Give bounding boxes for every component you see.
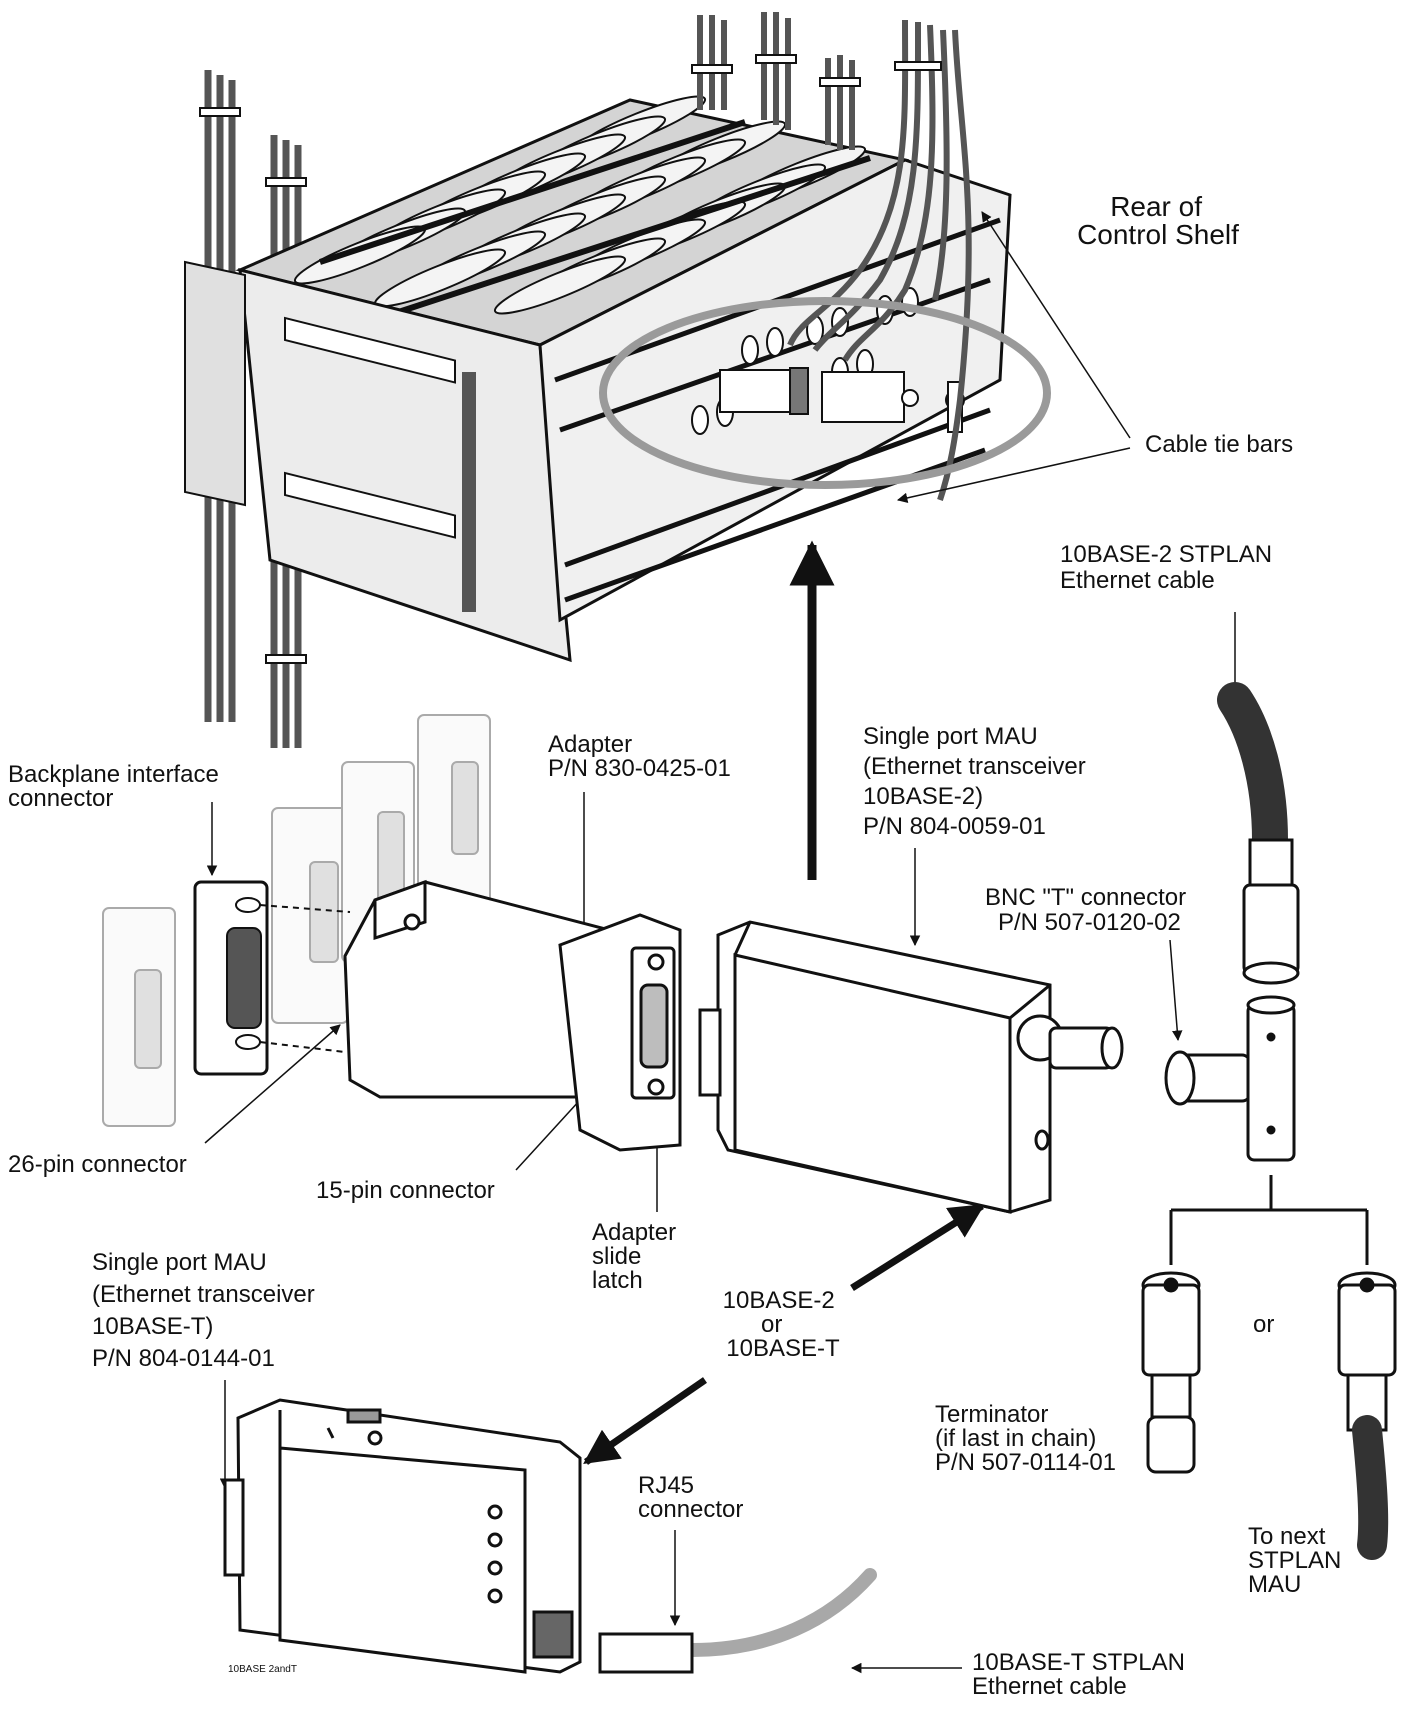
- label-adapter-slide-latch: Adapter slide latch: [592, 1219, 683, 1294]
- figure-id: 10BASE 2andT: [228, 1664, 297, 1675]
- bnc-branch-lines: [1169, 1175, 1369, 1265]
- label-terminator: Terminator (if last in chain) P/N 507-01…: [935, 1401, 1116, 1476]
- rj45-plug-and-cable: [598, 1568, 877, 1674]
- shelf-top-cables: [697, 12, 972, 501]
- label-rj45-connector: RJ45 connector: [638, 1472, 743, 1523]
- label-rear-of-control-shelf: Rear of Control Shelf: [1077, 191, 1239, 250]
- label-or-choice: or: [1253, 1311, 1274, 1338]
- shelf-dark-bar: [462, 372, 476, 612]
- shelf-label-strip-upper: [284, 316, 456, 384]
- terminator-plug: [1141, 1271, 1201, 1474]
- shelf-mounting-flange: [184, 260, 246, 507]
- cable-ties-top: [691, 54, 942, 87]
- label-mau-10base2: Single port MAU (Ethernet transceiver 10…: [863, 723, 1092, 840]
- label-26-pin-connector: 26-pin connector: [8, 1151, 187, 1178]
- deck-rails: [319, 119, 871, 321]
- label-10baset-stplan-cable: 10BASE-T STPLAN Ethernet cable: [972, 1649, 1192, 1700]
- label-10base2-stplan-cable: 10BASE-2 STPLAN Ethernet cable: [1060, 541, 1279, 594]
- leader-26pin: [204, 1024, 341, 1144]
- mau-10base2: [698, 920, 1124, 1214]
- backplane-connector-ghosts: [102, 714, 491, 1127]
- label-bnc-t-connector: BNC "T" connector P/N 507-0120-02: [985, 884, 1193, 936]
- bnc-t-connector: [1164, 995, 1296, 1162]
- installed-mau-thumbnail: [719, 367, 965, 433]
- control-shelf: [184, 12, 1051, 880]
- adapter-body: [343, 879, 682, 1152]
- leader-bnc-t: [1169, 939, 1183, 1042]
- label-to-next-mau: To next STPLAN MAU: [1248, 1523, 1348, 1598]
- backplane-interface-connector: [193, 880, 269, 1076]
- shelf-label-strip-lower: [284, 471, 456, 539]
- label-mau-10baset: Single port MAU (Ethernet transceiver 10…: [92, 1249, 321, 1372]
- callout-ring: [599, 297, 1051, 489]
- label-backplane-interface-connector: Backplane interface connector: [8, 761, 225, 812]
- arrow-to-mau-10base2: [850, 1203, 985, 1291]
- arrow-to-mau-10baset: [583, 1377, 707, 1465]
- next-mau-cable-plug: [1337, 1271, 1397, 1560]
- mau-10baset: [223, 1398, 582, 1674]
- label-adapter: Adapter P/N 830-0425-01: [548, 731, 731, 782]
- connector-dashes: [259, 904, 351, 1053]
- label-either-10base2-or-t: 10BASE-2 or 10BASE-T: [723, 1287, 842, 1362]
- label-cable-tie-bars: Cable tie bars: [1145, 431, 1293, 458]
- label-15-pin-connector: 15-pin connector: [316, 1177, 495, 1204]
- shelf-rear-panel: [238, 268, 572, 663]
- leader-cable-tie-bars: [896, 211, 1131, 504]
- bnc-cable-top: [1217, 682, 1300, 985]
